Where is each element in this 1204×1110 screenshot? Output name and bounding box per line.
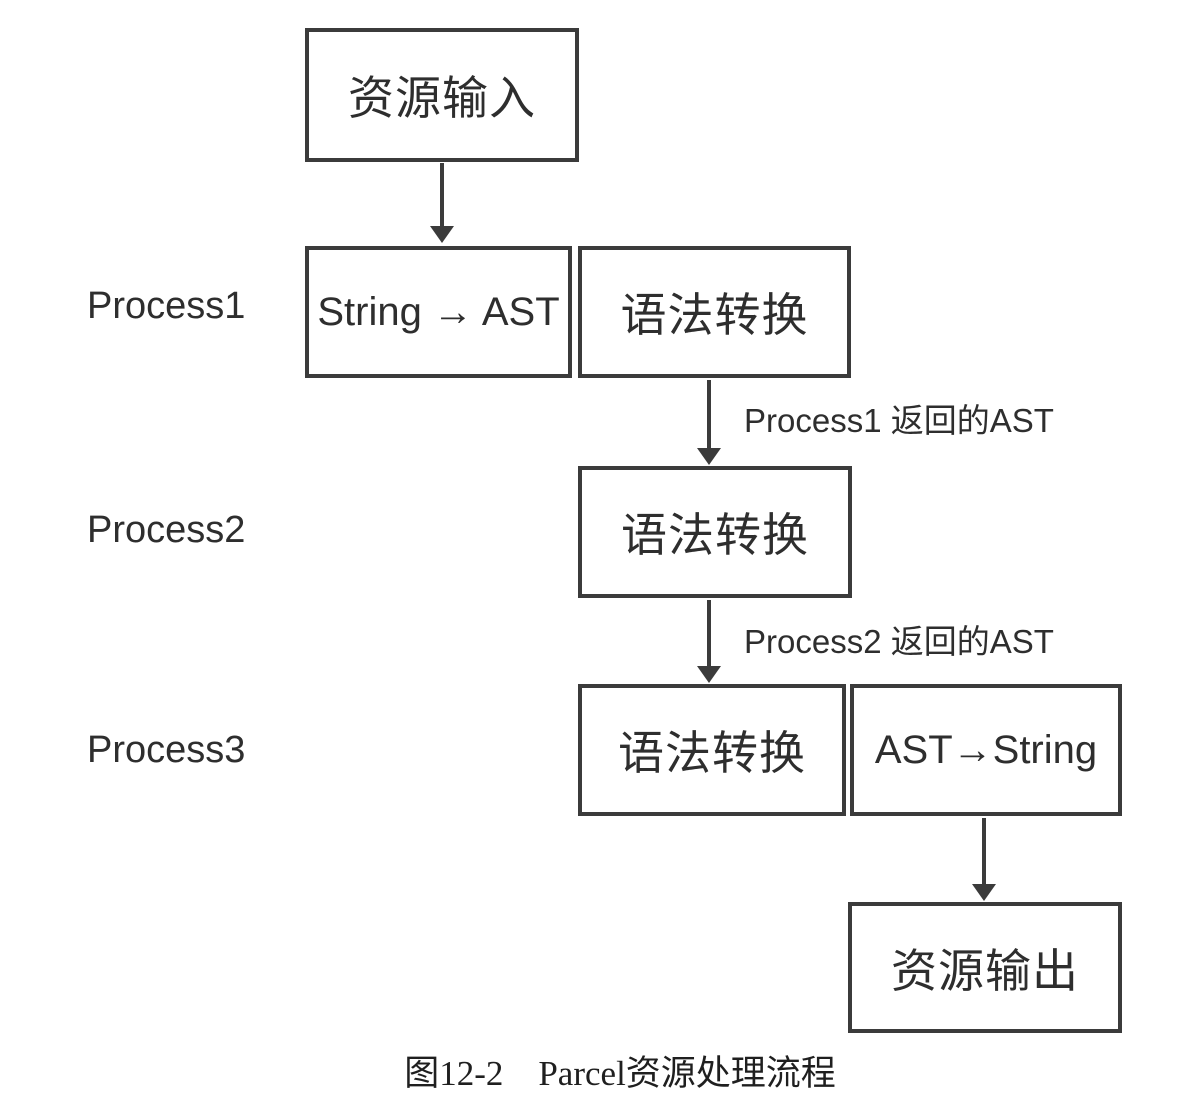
node-syntax-transform-3: 语法转换 (578, 684, 846, 816)
arrow-stem (707, 600, 711, 670)
node-resource-output-label: 资源输出 (891, 944, 1079, 997)
arrow-down-icon (697, 448, 721, 465)
arrow-down-icon (430, 226, 454, 243)
arrow-stem (707, 380, 711, 452)
node-resource-input-label: 资源输入 (348, 72, 536, 124)
node-syntax-transform-2-label: 语法转换 (621, 509, 809, 561)
row-label-process1: Process1 (87, 285, 246, 327)
node-syntax-transform-1: 语法转换 (578, 246, 851, 378)
node-resource-output: 资源输出 (848, 902, 1122, 1033)
row-label-process3: Process3 (87, 729, 246, 771)
node-ast-to-string-label: AST→String (874, 727, 1098, 772)
node-string-to-ast-label: String → AST (317, 289, 560, 334)
arrow-down-icon (697, 666, 721, 683)
figure-caption: 图12-2 Parcel资源处理流程 (404, 1054, 836, 1093)
arrow-process1-to-process2 (697, 380, 721, 465)
node-string-to-ast: String → AST (305, 246, 572, 378)
arrow-down-icon (972, 884, 996, 901)
node-syntax-transform-2: 语法转换 (578, 466, 852, 598)
arrow-stem (440, 163, 444, 230)
node-syntax-transform-3-label: 语法转换 (618, 727, 806, 779)
arrow-stem (982, 818, 986, 888)
arrow-process3-to-output (972, 818, 996, 901)
node-ast-to-string: AST→String (850, 684, 1122, 816)
node-syntax-transform-1-label: 语法转换 (620, 289, 809, 341)
edge-label-process1-returned-ast: Process1 返回的AST (744, 402, 1054, 439)
node-resource-input: 资源输入 (305, 28, 579, 162)
arrow-input-to-process1 (430, 163, 454, 243)
arrow-process2-to-process3 (697, 600, 721, 683)
row-label-process2: Process2 (87, 509, 246, 551)
edge-label-process2-returned-ast: Process2 返回的AST (744, 623, 1054, 660)
